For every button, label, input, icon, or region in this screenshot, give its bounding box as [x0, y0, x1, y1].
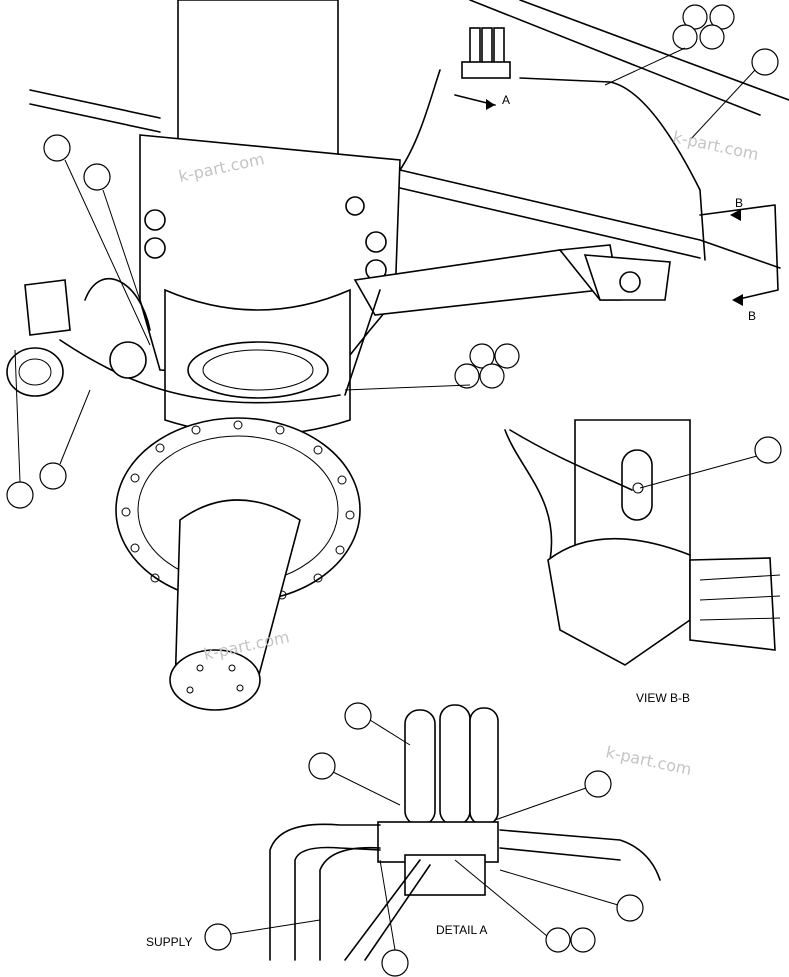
arrow-b-top-label: B [735, 196, 743, 210]
view-b-b [504, 419, 781, 666]
supply-label: SUPPLY [146, 935, 192, 949]
detail-a-label: DETAIL A [436, 923, 487, 937]
detail-a [269, 704, 661, 961]
watermark-2: k-part.com [671, 127, 760, 164]
arrow-a-label: A [502, 93, 510, 107]
arrow-b-bottom-label: B [748, 309, 756, 323]
distribution-block-top [461, 27, 511, 79]
view-bb-label: VIEW B-B [636, 691, 690, 705]
callout-circles [6, 4, 782, 977]
main-assembly [6, 0, 789, 711]
leader-lines [14, 47, 758, 951]
watermark-4: k-part.com [604, 742, 693, 779]
